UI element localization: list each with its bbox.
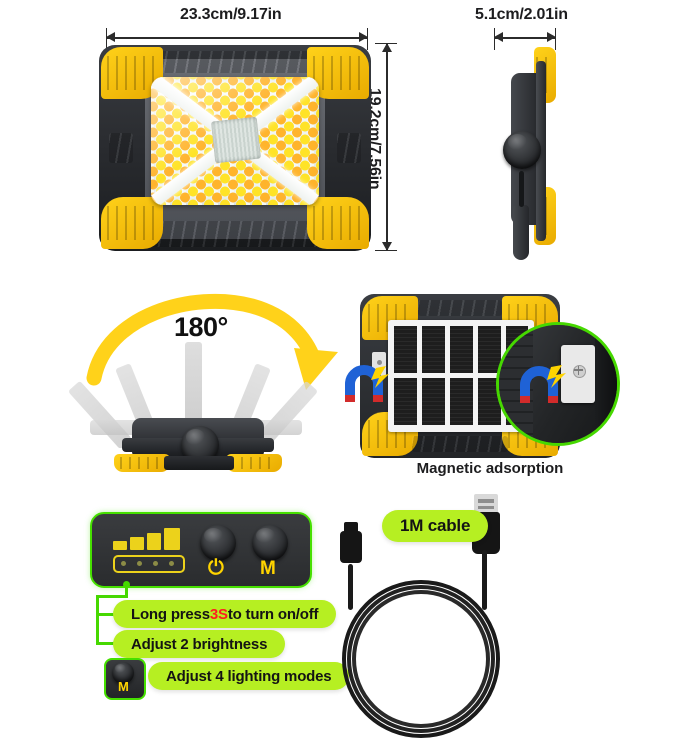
- corner-bumper-bottom-right: [307, 197, 369, 249]
- lamp-side-view: [490, 45, 560, 260]
- cable-section: 1M cable: [340, 492, 648, 738]
- rot-bumper-right: [226, 454, 282, 472]
- cable-lead-right: [482, 550, 487, 610]
- callout-power-press-before: Long press: [131, 605, 210, 623]
- callout-power-press: Long press 3S to turn on/off: [113, 600, 337, 628]
- cable-label-text: 1M cable: [400, 516, 471, 535]
- width-dimension-label: 23.3cm/9.17in: [180, 6, 282, 23]
- rotation-section: 180°: [67, 290, 350, 490]
- magnetic-section: Magnetic adsorption: [345, 292, 628, 482]
- power-icon: ⏻: [208, 557, 224, 579]
- battery-indicator: [113, 528, 187, 573]
- callout-lighting-modes: Adjust 4 lighting modes: [148, 662, 350, 690]
- battery-body-icon: [113, 555, 185, 573]
- mode-button[interactable]: [252, 525, 288, 561]
- depth-dimension-arrow: [494, 32, 556, 44]
- callout-lighting-modes-text: Adjust 4 lighting modes: [166, 667, 332, 685]
- power-button[interactable]: [200, 525, 236, 561]
- mode-button-chip: M: [104, 658, 146, 700]
- cable-lead-left: [348, 564, 353, 610]
- callout-line-horizontal-top: [96, 595, 128, 598]
- callout-power-press-after: to turn on/off: [227, 605, 319, 623]
- micro-usb-connector: [340, 522, 362, 570]
- callout-line-vertical-from-panel: [125, 584, 128, 596]
- mode-button-label: M: [260, 558, 276, 579]
- callout-line-vertical-branch: [96, 595, 99, 644]
- rot-bumper-left: [114, 454, 170, 472]
- led-panel: [151, 77, 319, 205]
- depth-extension-left: [494, 28, 496, 50]
- cable-coil-inner: [352, 590, 490, 728]
- callout-line-branch-1: [96, 613, 118, 616]
- product-infographic: 23.3cm/9.17in 19.2cm/7.56in: [67, 6, 648, 738]
- height-dimension-arrow: [381, 43, 393, 251]
- magnet-zoom-callout: [496, 322, 620, 446]
- depth-dimension-label: 5.1cm/2.01in: [475, 6, 568, 23]
- depth-extension-right: [555, 28, 557, 50]
- rotation-angle-label: 180°: [174, 312, 228, 342]
- callout-brightness: Adjust 2 brightness: [113, 630, 286, 658]
- control-panel: ⏻ M: [90, 512, 312, 588]
- mode-chip-knob-icon: [112, 662, 134, 684]
- magnetic-caption: Magnetic adsorption: [416, 460, 564, 477]
- pivot-knob-side: [503, 131, 541, 169]
- rotation-arrow-icon: [86, 293, 338, 390]
- corner-bumper-bottom-left: [101, 197, 163, 249]
- width-extension-left: [106, 28, 108, 50]
- callout-power-press-highlight: 3S: [209, 605, 228, 623]
- lamp-front-view: [99, 45, 371, 251]
- corner-bumper-top-right: [307, 47, 369, 99]
- magnet-icon-left: [342, 362, 394, 408]
- lamp-rotation-view: [112, 418, 284, 476]
- mode-chip-label: M: [118, 679, 129, 694]
- width-extension-right: [367, 28, 369, 50]
- callout-brightness-text: Adjust 2 brightness: [131, 635, 268, 653]
- width-dimension-arrow: [106, 32, 368, 44]
- callout-line-branch-2: [96, 642, 118, 645]
- cable-label: 1M cable: [382, 510, 489, 542]
- stand-ghost-center: [185, 342, 202, 442]
